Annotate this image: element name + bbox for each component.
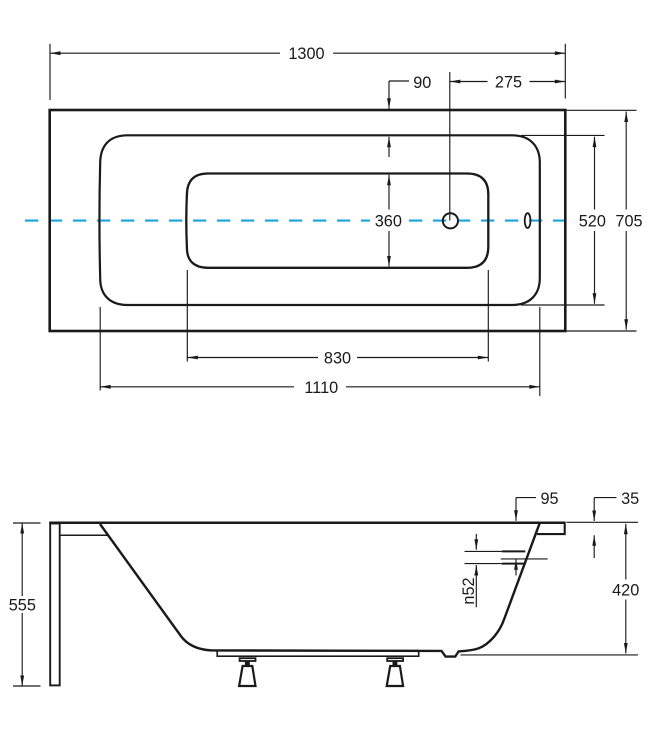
svg-text:555: 555 — [9, 597, 36, 615]
svg-text:n52: n52 — [460, 577, 478, 604]
svg-text:95: 95 — [540, 490, 558, 508]
svg-text:705: 705 — [615, 213, 642, 231]
svg-text:275: 275 — [495, 74, 522, 92]
svg-text:520: 520 — [579, 213, 606, 231]
svg-text:35: 35 — [621, 490, 639, 508]
svg-text:360: 360 — [375, 213, 402, 231]
svg-text:830: 830 — [324, 350, 351, 368]
svg-text:1110: 1110 — [304, 379, 338, 397]
svg-text:90: 90 — [413, 74, 431, 92]
svg-text:420: 420 — [612, 581, 639, 599]
svg-text:1300: 1300 — [288, 45, 324, 63]
